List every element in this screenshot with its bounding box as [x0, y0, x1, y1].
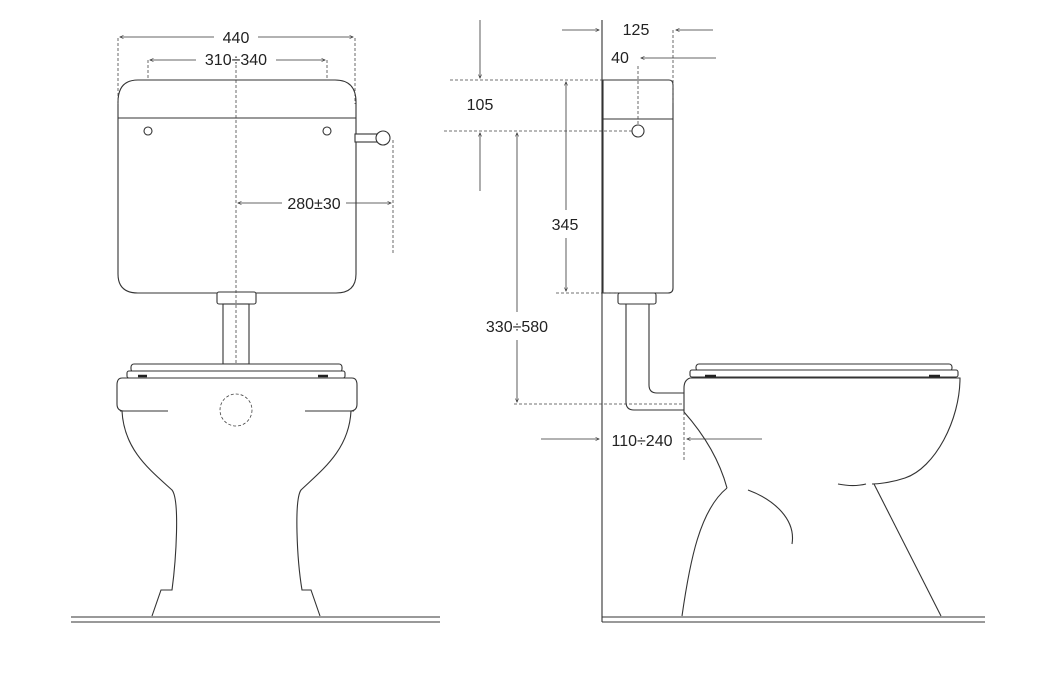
- dim-cistern-width: 440: [117, 30, 356, 104]
- side-water-inlet: [631, 124, 645, 138]
- side-view: 125 40 105 345 330÷580: [444, 20, 985, 623]
- dim-outlet-from-wall: 40: [611, 50, 716, 126]
- label-fixing-holes: 310÷340: [205, 52, 267, 69]
- front-outlet-hidden: [219, 393, 253, 427]
- dim-depth: 125: [562, 22, 713, 104]
- front-bowl-rim: [116, 377, 358, 427]
- label-mount-height: 330÷580: [486, 319, 548, 336]
- front-view: 440 310÷340 280±30: [71, 30, 440, 623]
- label-cistern-width: 440: [223, 30, 250, 47]
- dim-cistern-height: 345: [552, 82, 618, 294]
- label-outlet-from-wall: 40: [611, 50, 629, 67]
- label-top-gap: 105: [467, 97, 494, 114]
- dim-handle-offset: 280±30: [238, 140, 394, 253]
- side-seat: [689, 363, 959, 378]
- front-seat: [126, 363, 346, 379]
- fixing-hole-left: [143, 126, 153, 136]
- label-depth: 125: [623, 22, 650, 39]
- front-floor-line: [71, 616, 440, 623]
- front-flush-pipe: [216, 291, 257, 365]
- fixing-hole-right: [322, 126, 332, 136]
- side-bowl: [681, 377, 961, 617]
- front-pedestal: [121, 410, 352, 617]
- side-flush-pipe: [617, 292, 684, 411]
- dim-fixing-holes: 310÷340: [147, 52, 328, 80]
- side-floor-line: [602, 616, 985, 623]
- label-handle-offset: 280±30: [287, 196, 340, 213]
- front-cistern: [117, 79, 357, 294]
- flush-handle: [354, 130, 391, 146]
- dim-top-gap: 105: [444, 20, 632, 191]
- label-cistern-height: 345: [552, 217, 579, 234]
- side-cistern: [602, 79, 674, 294]
- dim-mount-height: 330÷580: [486, 133, 684, 405]
- label-pipe-from-wall: 110÷240: [612, 433, 673, 450]
- dim-pipe-from-wall: 110÷240: [541, 412, 762, 462]
